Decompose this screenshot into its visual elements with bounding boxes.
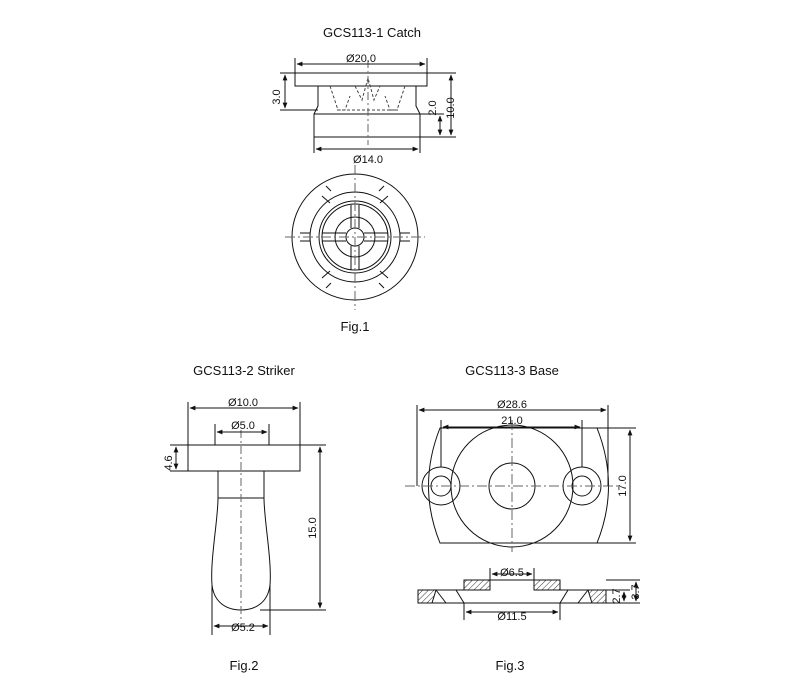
fig2-title: GCS113-2 Striker bbox=[193, 363, 295, 378]
fig1-title: GCS113-1 Catch bbox=[323, 25, 421, 40]
dim-overall-w: Ø28.6 bbox=[497, 399, 527, 411]
dim-boss-dia: Ø6.5 bbox=[500, 567, 524, 579]
fig3-title: GCS113-3 Base bbox=[465, 363, 559, 378]
dim-total-h-base: 3.7 bbox=[630, 584, 642, 599]
dim-top-dia: Ø20.0 bbox=[346, 53, 376, 65]
fig3-caption: Fig.3 bbox=[496, 658, 525, 673]
dim-total-h: 10.0 bbox=[445, 97, 457, 118]
base-section-view bbox=[417, 579, 607, 604]
catch-side-view bbox=[294, 60, 428, 145]
dim-total-len: 15.0 bbox=[307, 517, 319, 538]
fig3-base: GCS113-3 Base Ø28.6 21.0 17.0 bbox=[405, 363, 642, 673]
catch-top-view bbox=[285, 165, 425, 310]
dim-hole-pitch: 21.0 bbox=[501, 415, 522, 427]
dim-lower-h: 2.0 bbox=[427, 100, 439, 115]
dim-inner-dia: Ø5.0 bbox=[231, 420, 255, 432]
fig1-catch: GCS113-1 Catch Ø20.0 Ø14.0 3.0 bbox=[271, 25, 457, 334]
fig1-caption: Fig.1 bbox=[341, 319, 370, 334]
fig2-caption: Fig.2 bbox=[230, 658, 259, 673]
dim-flange-h: 3.0 bbox=[271, 89, 283, 104]
dim-bore-dia: Ø11.5 bbox=[497, 611, 526, 623]
striker-body bbox=[187, 430, 301, 620]
dim-height: 17.0 bbox=[617, 475, 629, 496]
fig2-striker: GCS113-2 Striker Ø10.0 Ø5.0 4.6 15.0 Ø5.… bbox=[163, 363, 326, 673]
base-top-view bbox=[405, 420, 620, 552]
dim-tip-dia: Ø5.2 bbox=[231, 622, 255, 634]
dim-boss-h: 2.7 bbox=[611, 588, 623, 603]
dim-head-dia: Ø10.0 bbox=[228, 397, 258, 409]
dim-bottom-dia: Ø14.0 bbox=[353, 154, 383, 166]
dim-head-h: 4.6 bbox=[163, 455, 175, 470]
